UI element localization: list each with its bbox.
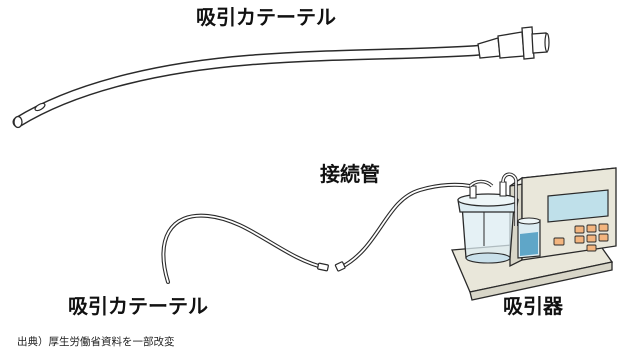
aspirator-screen <box>547 189 609 223</box>
jar-link-tube-inner <box>502 173 517 196</box>
keypad-button <box>598 223 609 232</box>
aspirator-side-button <box>553 237 565 246</box>
catheter-connector-opening <box>544 32 550 53</box>
bottom-catheter-connector <box>317 262 329 272</box>
bottom-suction-catheter <box>161 213 329 284</box>
aspirator-front <box>469 261 613 301</box>
jar-lid-top <box>457 193 519 207</box>
small-measuring-cup <box>517 217 541 259</box>
catheter-connector-taper <box>477 37 501 59</box>
connecting-tube-end <box>334 261 346 272</box>
catheter-tip-opening <box>13 115 23 129</box>
bottom-catheter-tube <box>161 213 328 284</box>
jar-port-left <box>469 185 477 199</box>
jar-port-right <box>499 181 507 197</box>
catheter-connector-ring <box>521 26 535 60</box>
catheter-connector-body <box>497 31 525 59</box>
jar-base <box>465 252 511 264</box>
connecting-tube-label: 接続管 <box>320 162 380 186</box>
small-cup-liquid <box>520 232 538 256</box>
aspirator-label: 吸引器 <box>503 294 563 318</box>
top-catheter-tube-inner <box>14 46 486 126</box>
keypad-button <box>598 233 609 242</box>
aspirator-keypad <box>574 223 609 252</box>
source-note: 出典）厚生労働省資料を一部改変 <box>17 336 175 348</box>
top-suction-catheter <box>12 26 550 129</box>
keypad-button <box>574 225 585 234</box>
small-cup-rim <box>517 217 541 225</box>
connecting-tube <box>334 182 472 272</box>
connecting-tube-line-inner <box>339 183 471 269</box>
keypad-button <box>586 224 597 233</box>
aspirator-unit <box>451 167 617 301</box>
bottom-catheter-tube-inner <box>162 214 327 283</box>
collection-jar <box>457 172 519 264</box>
keypad-button <box>586 244 597 252</box>
keypad-button <box>586 234 597 243</box>
bottom-catheter-label: 吸引カテーテル <box>68 294 208 318</box>
catheter-side-hole <box>34 102 46 112</box>
keypad-button <box>574 235 585 244</box>
jar-inlet-tube-inner <box>469 180 493 187</box>
top-catheter-label: 吸引カテーテル <box>196 5 336 29</box>
